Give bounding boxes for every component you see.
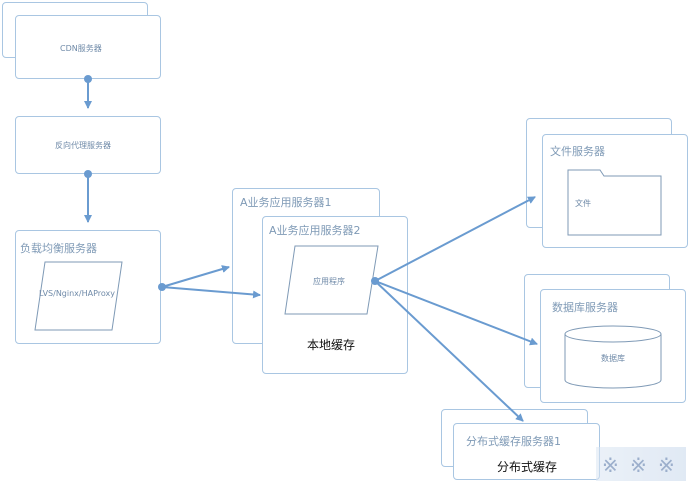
- lb-software-shape: [34, 261, 123, 331]
- reverse-proxy-label: 反向代理服务器: [55, 141, 111, 150]
- local-cache-label: 本地缓存: [307, 338, 356, 352]
- watermark-logo: ※ ※ ※: [596, 447, 686, 481]
- connector-dot: [158, 283, 166, 291]
- app-program-shape: [284, 245, 379, 315]
- folder-icon: [567, 169, 662, 236]
- file-label: 文件: [575, 199, 591, 208]
- database-icon: [564, 325, 662, 389]
- connector-dot: [371, 277, 379, 285]
- database-label: 数据库: [601, 354, 625, 363]
- lb-software-label: LVS/Nginx/HAProxy: [39, 289, 116, 298]
- db-server-label: 数据库服务器: [552, 301, 618, 314]
- cache-server-label: 分布式缓存服务器1: [466, 435, 561, 448]
- connector-dot: [84, 170, 92, 178]
- cdn-server-label: CDN服务器: [60, 44, 102, 53]
- distributed-cache-label: 分布式缓存: [497, 460, 558, 474]
- app-program-label: 应用程序: [313, 277, 345, 286]
- app-server-2-label: A业务应用服务器2: [269, 224, 361, 237]
- cache-server-box: [453, 423, 600, 480]
- load-balancer-label: 负载均衡服务器: [20, 242, 97, 255]
- connector-dot: [84, 75, 92, 83]
- file-server-label: 文件服务器: [550, 145, 605, 158]
- cdn-server-box: [15, 15, 161, 79]
- app-server-1-label: A业务应用服务器1: [240, 196, 332, 209]
